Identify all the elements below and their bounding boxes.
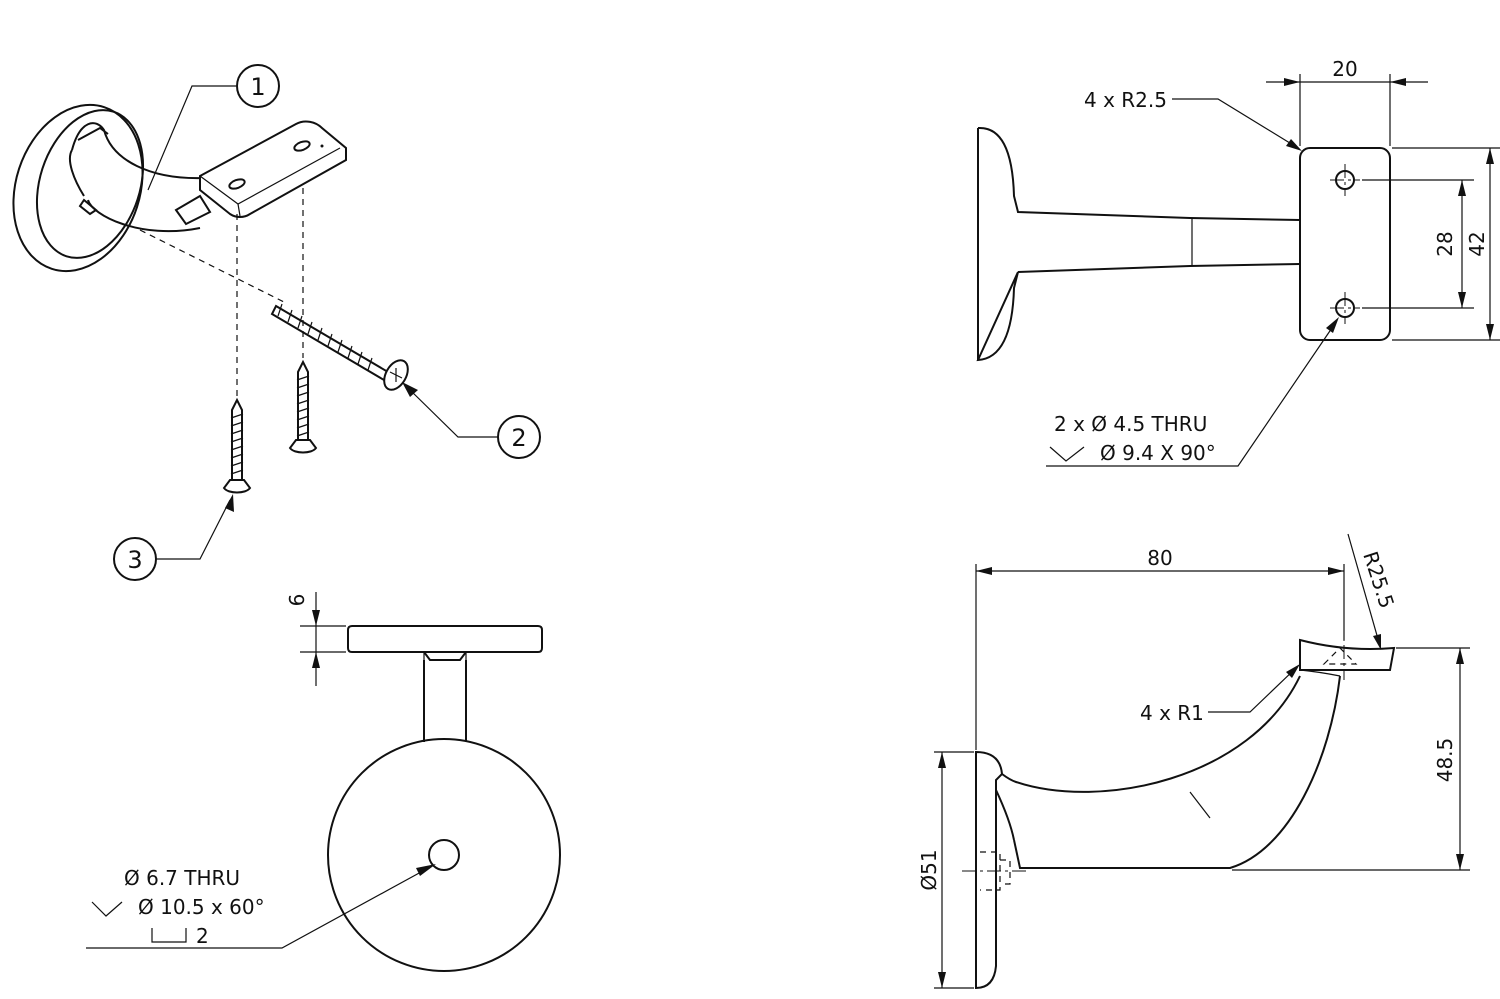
dim-thickness-label: 6 [285, 594, 309, 607]
wood-screw-left [222, 397, 252, 494]
dim-height-42: 42 [1392, 147, 1500, 341]
dim-width-label: 20 [1332, 57, 1357, 81]
side-view: 80 R25.5 4 x R1 48.5 [917, 533, 1470, 990]
saddle-plate [1299, 147, 1391, 341]
wood-screw-right [288, 359, 318, 454]
dim-radius-25-5: R25.5 [1347, 533, 1399, 650]
balloon-2-label: 2 [511, 424, 526, 452]
rosette-circle [327, 738, 561, 972]
dim-height-label: 42 [1465, 231, 1489, 256]
top-radius-callout: 4 x R2.5 [1084, 88, 1302, 151]
dim-height-48-5: 48.5 [1232, 647, 1470, 871]
dim-radius-label: R25.5 [1358, 548, 1399, 611]
dim-length-label: 80 [1147, 546, 1172, 570]
side-radius-callout: 4 x R1 [1140, 664, 1300, 725]
top-hole-note-1: 2 x Ø 4.5 THRU [1054, 412, 1207, 436]
top-view: 20 42 28 4 x R2.5 [976, 57, 1500, 467]
dim-side-height-label: 48.5 [1433, 738, 1457, 783]
front-hole-callout: Ø 6.7 THRU Ø 10.5 x 60° 2 [86, 864, 436, 949]
bracket-arm-part [68, 122, 212, 233]
side-radius-note: 4 x R1 [1140, 701, 1204, 725]
wall-screw-part [270, 303, 409, 391]
balloon-1-label: 1 [250, 73, 265, 101]
top-radius-note: 4 x R2.5 [1084, 88, 1167, 112]
balloon-2: 2 [402, 382, 541, 459]
balloon-3: 3 [113, 494, 234, 581]
saddle-plate-part [199, 120, 347, 218]
rosette-part [12, 103, 145, 273]
front-view: 6 Ø 6.7 THRU Ø 10.5 x 60° 2 [86, 592, 561, 972]
front-hole-note-2: Ø 10.5 x 60° [138, 895, 265, 919]
top-hole-callout: 2 x Ø 4.5 THRU Ø 9.4 X 90° [1046, 317, 1339, 467]
dim-hole-spacing-label: 28 [1433, 231, 1457, 256]
mounting-hole [428, 839, 460, 871]
isometric-exploded-view: 1 2 3 [12, 64, 541, 581]
top-hole-note-2: Ø 9.4 X 90° [1100, 441, 1216, 465]
assembly-line-wall [139, 229, 285, 303]
dim-hole-spacing-28: 28 [1362, 179, 1474, 309]
dim-diameter-label: Ø51 [917, 849, 941, 890]
balloon-1: 1 [147, 64, 280, 191]
front-hole-note-3: 2 [196, 924, 209, 948]
dim-length-80: 80 [975, 546, 1345, 750]
dim-diameter-51: Ø51 [917, 751, 974, 989]
dim-thickness: 6 [285, 592, 346, 686]
front-hole-note-1: Ø 6.7 THRU [124, 866, 240, 890]
dim-width-20: 20 [1266, 57, 1428, 146]
balloon-3-label: 3 [127, 546, 142, 574]
